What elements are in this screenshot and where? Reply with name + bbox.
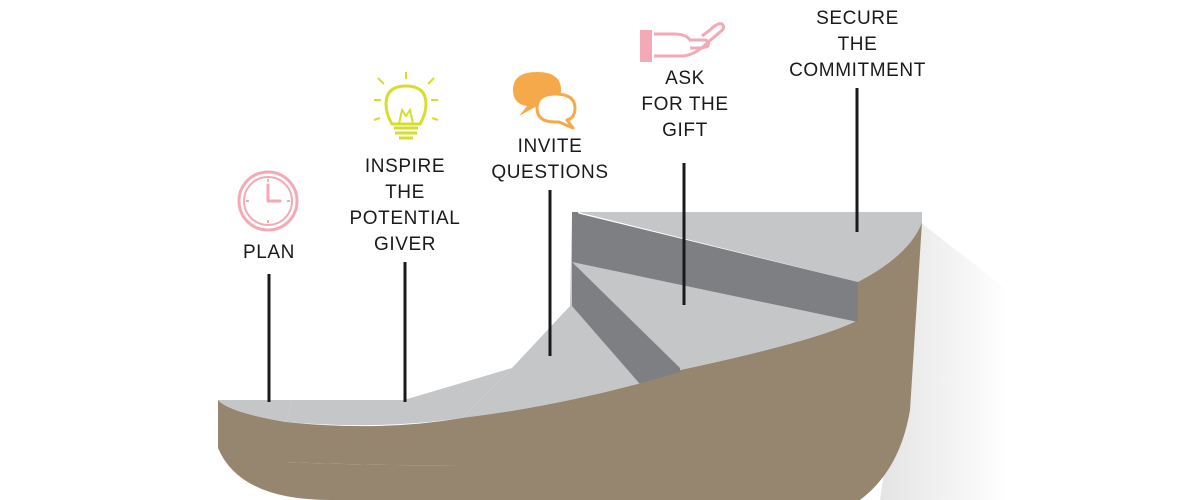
step-label-plan: PLAN [219,240,319,266]
step-label-line: QUESTIONS [491,162,609,183]
step-label-line: POTENTIAL [349,208,461,229]
step-invite-front [462,372,680,465]
step-plan-top [218,400,292,422]
staircase-base-side [218,222,922,500]
lightbulb-icon [373,72,439,140]
step-inspire-top [286,368,512,426]
step-label-line: INSPIRE [364,156,446,177]
step-label-ask: ASK FOR THE GIFT [630,66,740,144]
step-inspire-front [286,418,462,466]
step-label-line: ASK [665,68,705,89]
step-label-secure: SECURE THE COMMITMENT [775,6,940,84]
clock-icon [237,170,299,232]
step-label-line: THE [837,34,878,55]
step-invite-riser-face [572,212,578,262]
speech-bubbles-icon [513,72,577,130]
step-label-line: SECURE [816,8,899,29]
step-label-line: THE [385,182,425,203]
step-label-line: COMMITMENT [789,60,926,81]
step-secure-top [572,212,922,282]
step-label-line: INVITE [517,136,583,157]
step-label-inspire: INSPIRE THE POTENTIAL GIVER [345,154,465,258]
step-label-line: GIVER [373,234,437,255]
step-label-invite: INVITE QUESTIONS [485,134,615,186]
leader-lines [267,88,859,402]
giving-hand-icon [640,22,726,62]
step-ask-riser [572,212,858,322]
step-label-line: PLAN [242,242,296,263]
step-label-line: FOR THE [641,94,729,115]
step-label-line: GIFT [662,120,708,141]
